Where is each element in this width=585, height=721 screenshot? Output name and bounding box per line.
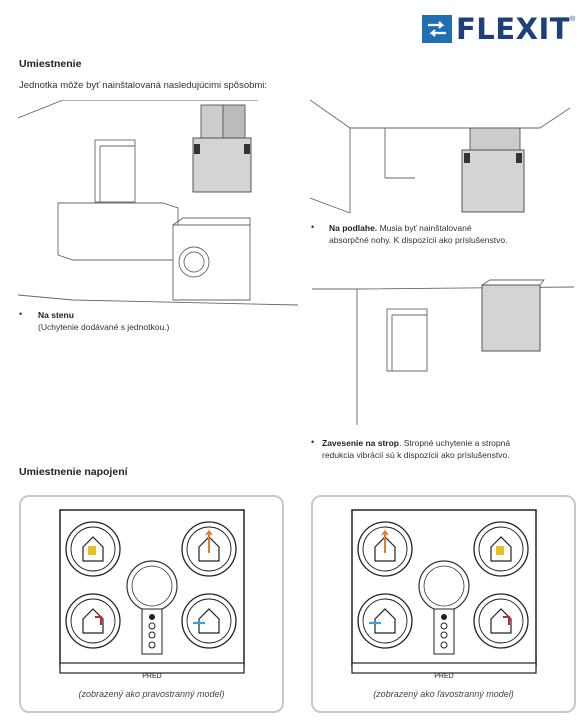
ceiling-mount-illustration: [312, 275, 574, 430]
caption-ceiling-text1: . Stropné uchytenie a stropná: [399, 438, 511, 448]
connections-panel-left-model: PRED (zobrazený ako ľavostranný model): [311, 495, 576, 713]
panel-caption-2: (zobrazený ako ľavostranný model): [373, 689, 514, 699]
caption-floor-bold: Na podlahe.: [329, 223, 378, 233]
wall-mount-illustration: [18, 100, 303, 312]
connections-panel-right-model: PRED (zobrazený ako pravostranný model): [19, 495, 284, 713]
registered-mark: ®: [570, 16, 576, 23]
caption-ceiling-bold: Zavesenie na strop: [322, 438, 400, 448]
caption-wall: Na stenu (Uchytenie dodávané s jednotkou…: [38, 309, 169, 333]
arrows-exchange-icon: [422, 15, 452, 43]
intro-text: Jednotka môže byť nainštalovaná nasleduj…: [19, 80, 268, 91]
section-title-connections: Umiestnenie napojení: [19, 466, 128, 478]
front-label-2: PRED: [434, 673, 454, 680]
caption-ceiling-text2: redukcia vibrácií sú k dispozícii ako pr…: [322, 450, 510, 460]
logo-text: FLEXIT: [456, 12, 571, 46]
caption-wall-text: (Uchytenie dodávané s jednotkou.): [38, 322, 170, 332]
caption-floor: Na podlahe. Musia byť nainštalované abso…: [329, 222, 579, 246]
bullet-floor: •: [311, 222, 315, 232]
caption-floor-text2: absorpčné nohy. K dispozícii ako prísluš…: [329, 235, 508, 245]
caption-ceiling: Zavesenie na strop. Stropné uchytenie a …: [322, 437, 577, 461]
caption-floor-text1: Musia byť nainštalované: [379, 223, 472, 233]
floor-mount-illustration: [310, 98, 570, 218]
panel-caption-1: (zobrazený ako pravostranný model): [78, 689, 225, 699]
section-title-placement: Umiestnenie: [19, 58, 82, 70]
bullet-wall: •: [19, 309, 23, 319]
front-label-1: PRED: [142, 673, 162, 680]
bullet-ceiling: •: [311, 437, 315, 447]
caption-wall-bold: Na stenu: [38, 310, 74, 320]
flexit-logo: FLEXIT ®: [422, 12, 576, 46]
